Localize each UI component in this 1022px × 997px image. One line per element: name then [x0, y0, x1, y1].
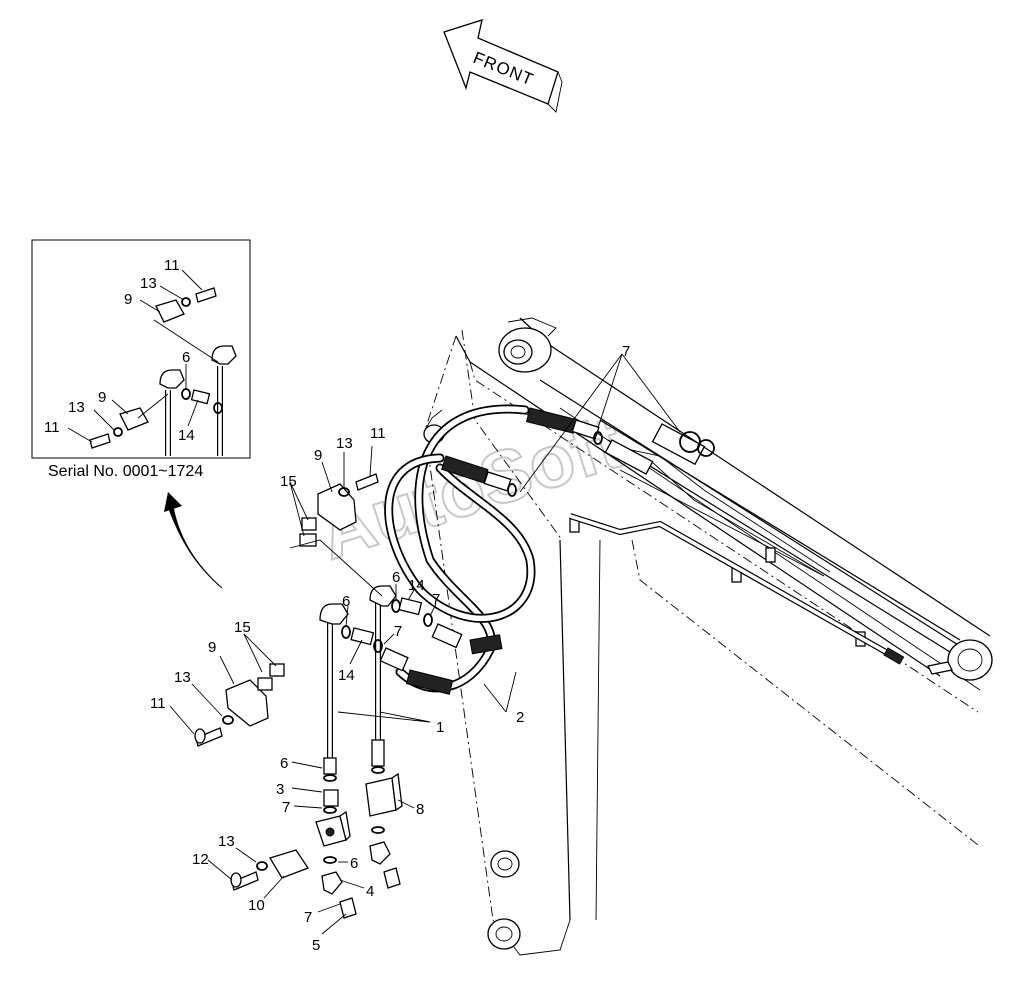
callout-1: 1 — [436, 719, 444, 736]
inset-callout-13: 13 — [140, 275, 157, 292]
callout-11: 11 — [370, 425, 386, 442]
valve-blocks — [315, 772, 403, 919]
callout-15: 15 — [280, 473, 297, 490]
callout-13: 13 — [218, 833, 235, 850]
callout-8: 8 — [416, 801, 424, 818]
callout-7: 7 — [394, 623, 402, 640]
inset-serial-caption: Serial No. 0001~1724 — [48, 463, 203, 480]
callout-4: 4 — [366, 883, 374, 900]
callout-3: 3 — [276, 781, 284, 798]
callout-7: 7 — [622, 343, 630, 360]
inset-callout-11: 11 — [44, 419, 60, 436]
callout-6: 6 — [392, 569, 400, 586]
callout-10: 10 — [248, 897, 265, 914]
callout-15: 15 — [234, 619, 251, 636]
callout-2: 2 — [516, 709, 524, 726]
callout-14: 14 — [338, 667, 355, 684]
front-direction-arrow: FRONT — [443, 19, 563, 113]
inset-callout-14: 14 — [178, 427, 195, 444]
callout-9: 9 — [314, 447, 322, 464]
inset-callout-11: 11 — [164, 257, 180, 274]
callout-12: 12 — [192, 851, 209, 868]
callout-6: 6 — [280, 755, 288, 772]
inset-callout-9: 9 — [98, 389, 106, 406]
callout-11: 11 — [150, 695, 166, 712]
inset-callout-13: 13 — [68, 399, 85, 416]
callout-7: 7 — [304, 909, 312, 926]
arm-piping — [569, 423, 905, 665]
callout-13: 13 — [336, 435, 353, 452]
callout-6: 6 — [350, 855, 358, 872]
callout-7: 7 — [282, 799, 290, 816]
serial-inset-panel: 11 13 9 6 9 13 11 14 Serial No. 0001~172… — [31, 239, 251, 480]
boom-arm-outline — [423, 317, 993, 956]
callout-13: 13 — [174, 669, 191, 686]
inset-pointer-arrow — [164, 492, 223, 589]
callout-7: 7 — [432, 591, 440, 608]
leader-lines — [169, 353, 681, 935]
callout-5: 5 — [312, 937, 320, 954]
callout-6: 6 — [342, 593, 350, 610]
main-callouts: 7 11 13 9 15 6 14 7 6 7 14 15 9 13 11 1 … — [150, 343, 630, 954]
callout-14: 14 — [408, 577, 425, 594]
pipe-clamps — [194, 473, 383, 891]
inset-callout-6: 6 — [182, 349, 190, 366]
inset-callout-9: 9 — [124, 291, 132, 308]
hose-assembly — [379, 404, 603, 695]
callout-9: 9 — [208, 639, 216, 656]
